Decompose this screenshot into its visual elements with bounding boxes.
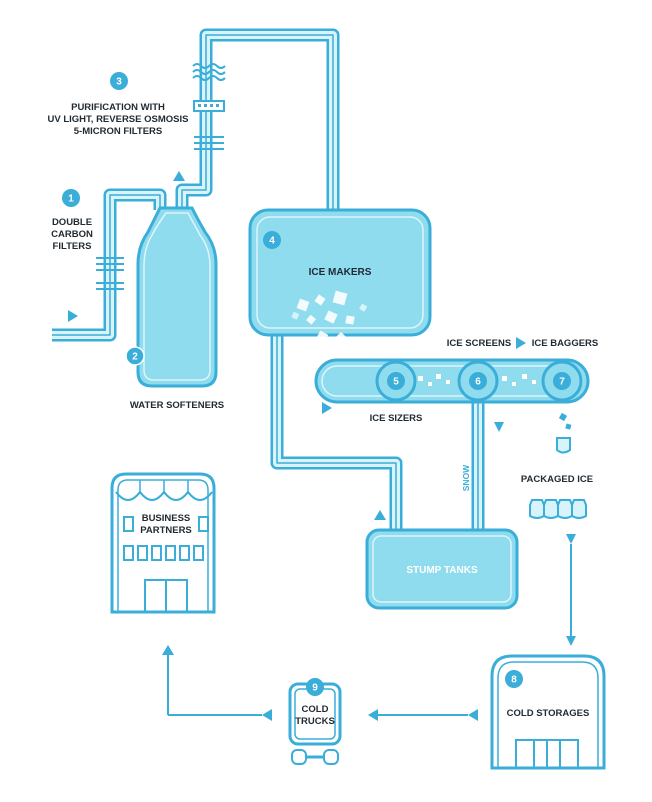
return-pipe — [270, 320, 403, 535]
label-step-3: PURIFICATION WITH UV LIGHT, REVERSE OSMO… — [48, 102, 189, 137]
distribution-lines — [167, 544, 572, 716]
svg-text:9: 9 — [312, 683, 318, 694]
arrow-right-icon — [516, 337, 526, 349]
ice-cubes-outline — [289, 302, 369, 321]
arrow-up-icon — [173, 171, 185, 181]
arrow-down-icon — [494, 422, 504, 432]
label-snow: SNOW — [461, 464, 471, 491]
svg-text:UV LIGHT, REVERSE OSMOSIS: UV LIGHT, REVERSE OSMOSIS — [48, 114, 189, 125]
step-badge-8: 8 — [505, 670, 523, 688]
svg-text:5-MICRON FILTERS: 5-MICRON FILTERS — [74, 126, 163, 137]
arrow-left-icon — [262, 709, 272, 721]
step-badge-4: 4 — [263, 231, 281, 249]
label-step-4: ICE MAKERS — [309, 267, 372, 278]
svg-text:6: 6 — [475, 377, 481, 388]
label-step-8: COLD STORAGES — [507, 708, 590, 719]
label-step-9: COLD TRUCKS — [295, 704, 335, 727]
step-badge-7: 7 — [553, 372, 571, 390]
svg-text:4: 4 — [269, 236, 275, 247]
distribution-arrows — [162, 636, 576, 721]
label-step-7: ICE BAGGERS — [532, 338, 599, 349]
label-step-2: WATER SOFTENERS — [130, 400, 224, 411]
step-badge-2: 2 — [125, 346, 145, 366]
arrow-right-icon — [68, 310, 78, 322]
step-badge-5: 5 — [387, 372, 405, 390]
svg-text:PARTNERS: PARTNERS — [140, 525, 192, 536]
svg-text:PURIFICATION WITH: PURIFICATION WITH — [71, 102, 165, 113]
arrow-up-icon — [162, 645, 174, 655]
purification-pipe — [175, 28, 340, 215]
step-badge-6: 6 — [469, 372, 487, 390]
ice-bag-icon — [556, 437, 571, 454]
water-softener-tank — [136, 206, 218, 388]
cold-storage-doors — [515, 739, 579, 769]
svg-text:BUSINESS: BUSINESS — [142, 513, 191, 524]
svg-text:FILTERS: FILTERS — [53, 241, 92, 252]
pipes — [52, 28, 485, 535]
arrow-up-icon — [374, 510, 386, 520]
ice-drop — [558, 412, 572, 430]
svg-text:8: 8 — [511, 675, 517, 686]
svg-text:DOUBLE: DOUBLE — [52, 217, 92, 228]
stump-tank-box — [365, 528, 519, 610]
label-step-1: DOUBLE CARBON FILTERS — [51, 217, 93, 252]
label-stump-tanks: STUMP TANKS — [406, 565, 478, 576]
step-badge-3: 3 — [110, 72, 128, 90]
truck-wheels — [291, 749, 339, 765]
svg-text:WATER SOFTENERS: WATER SOFTENERS — [130, 400, 224, 411]
svg-text:COLD: COLD — [302, 704, 329, 715]
svg-text:5: 5 — [393, 377, 399, 388]
conveyor-ice — [418, 374, 536, 386]
svg-text:3: 3 — [116, 77, 122, 88]
arrow-left-icon — [368, 709, 378, 721]
carbon-filter-rings — [96, 257, 124, 290]
label-step-5: ICE SIZERS — [370, 413, 423, 424]
step-badge-1: 1 — [62, 189, 80, 207]
svg-text:CARBON: CARBON — [51, 229, 93, 240]
label-business-partners: BUSINESS PARTNERS — [140, 513, 192, 536]
arrow-right-icon — [322, 402, 332, 414]
svg-text:1: 1 — [68, 194, 74, 205]
arrow-down-icon — [566, 534, 576, 544]
packaged-ice-bags — [529, 499, 587, 519]
svg-text:2: 2 — [132, 352, 138, 363]
business-partners-building — [110, 472, 216, 614]
uv-dots — [198, 104, 219, 107]
arrow-left-icon — [468, 709, 478, 721]
svg-text:TRUCKS: TRUCKS — [295, 716, 335, 727]
label-packaged-ice: PACKAGED ICE — [521, 474, 593, 485]
svg-text:7: 7 — [559, 377, 565, 388]
purification-elements — [192, 63, 226, 150]
label-step-6: ICE SCREENS — [447, 338, 511, 349]
arrow-down-icon — [566, 636, 576, 646]
flow-arrows — [68, 171, 576, 544]
step-badge-9: 9 — [306, 678, 324, 696]
inlet-pipe — [52, 188, 167, 342]
